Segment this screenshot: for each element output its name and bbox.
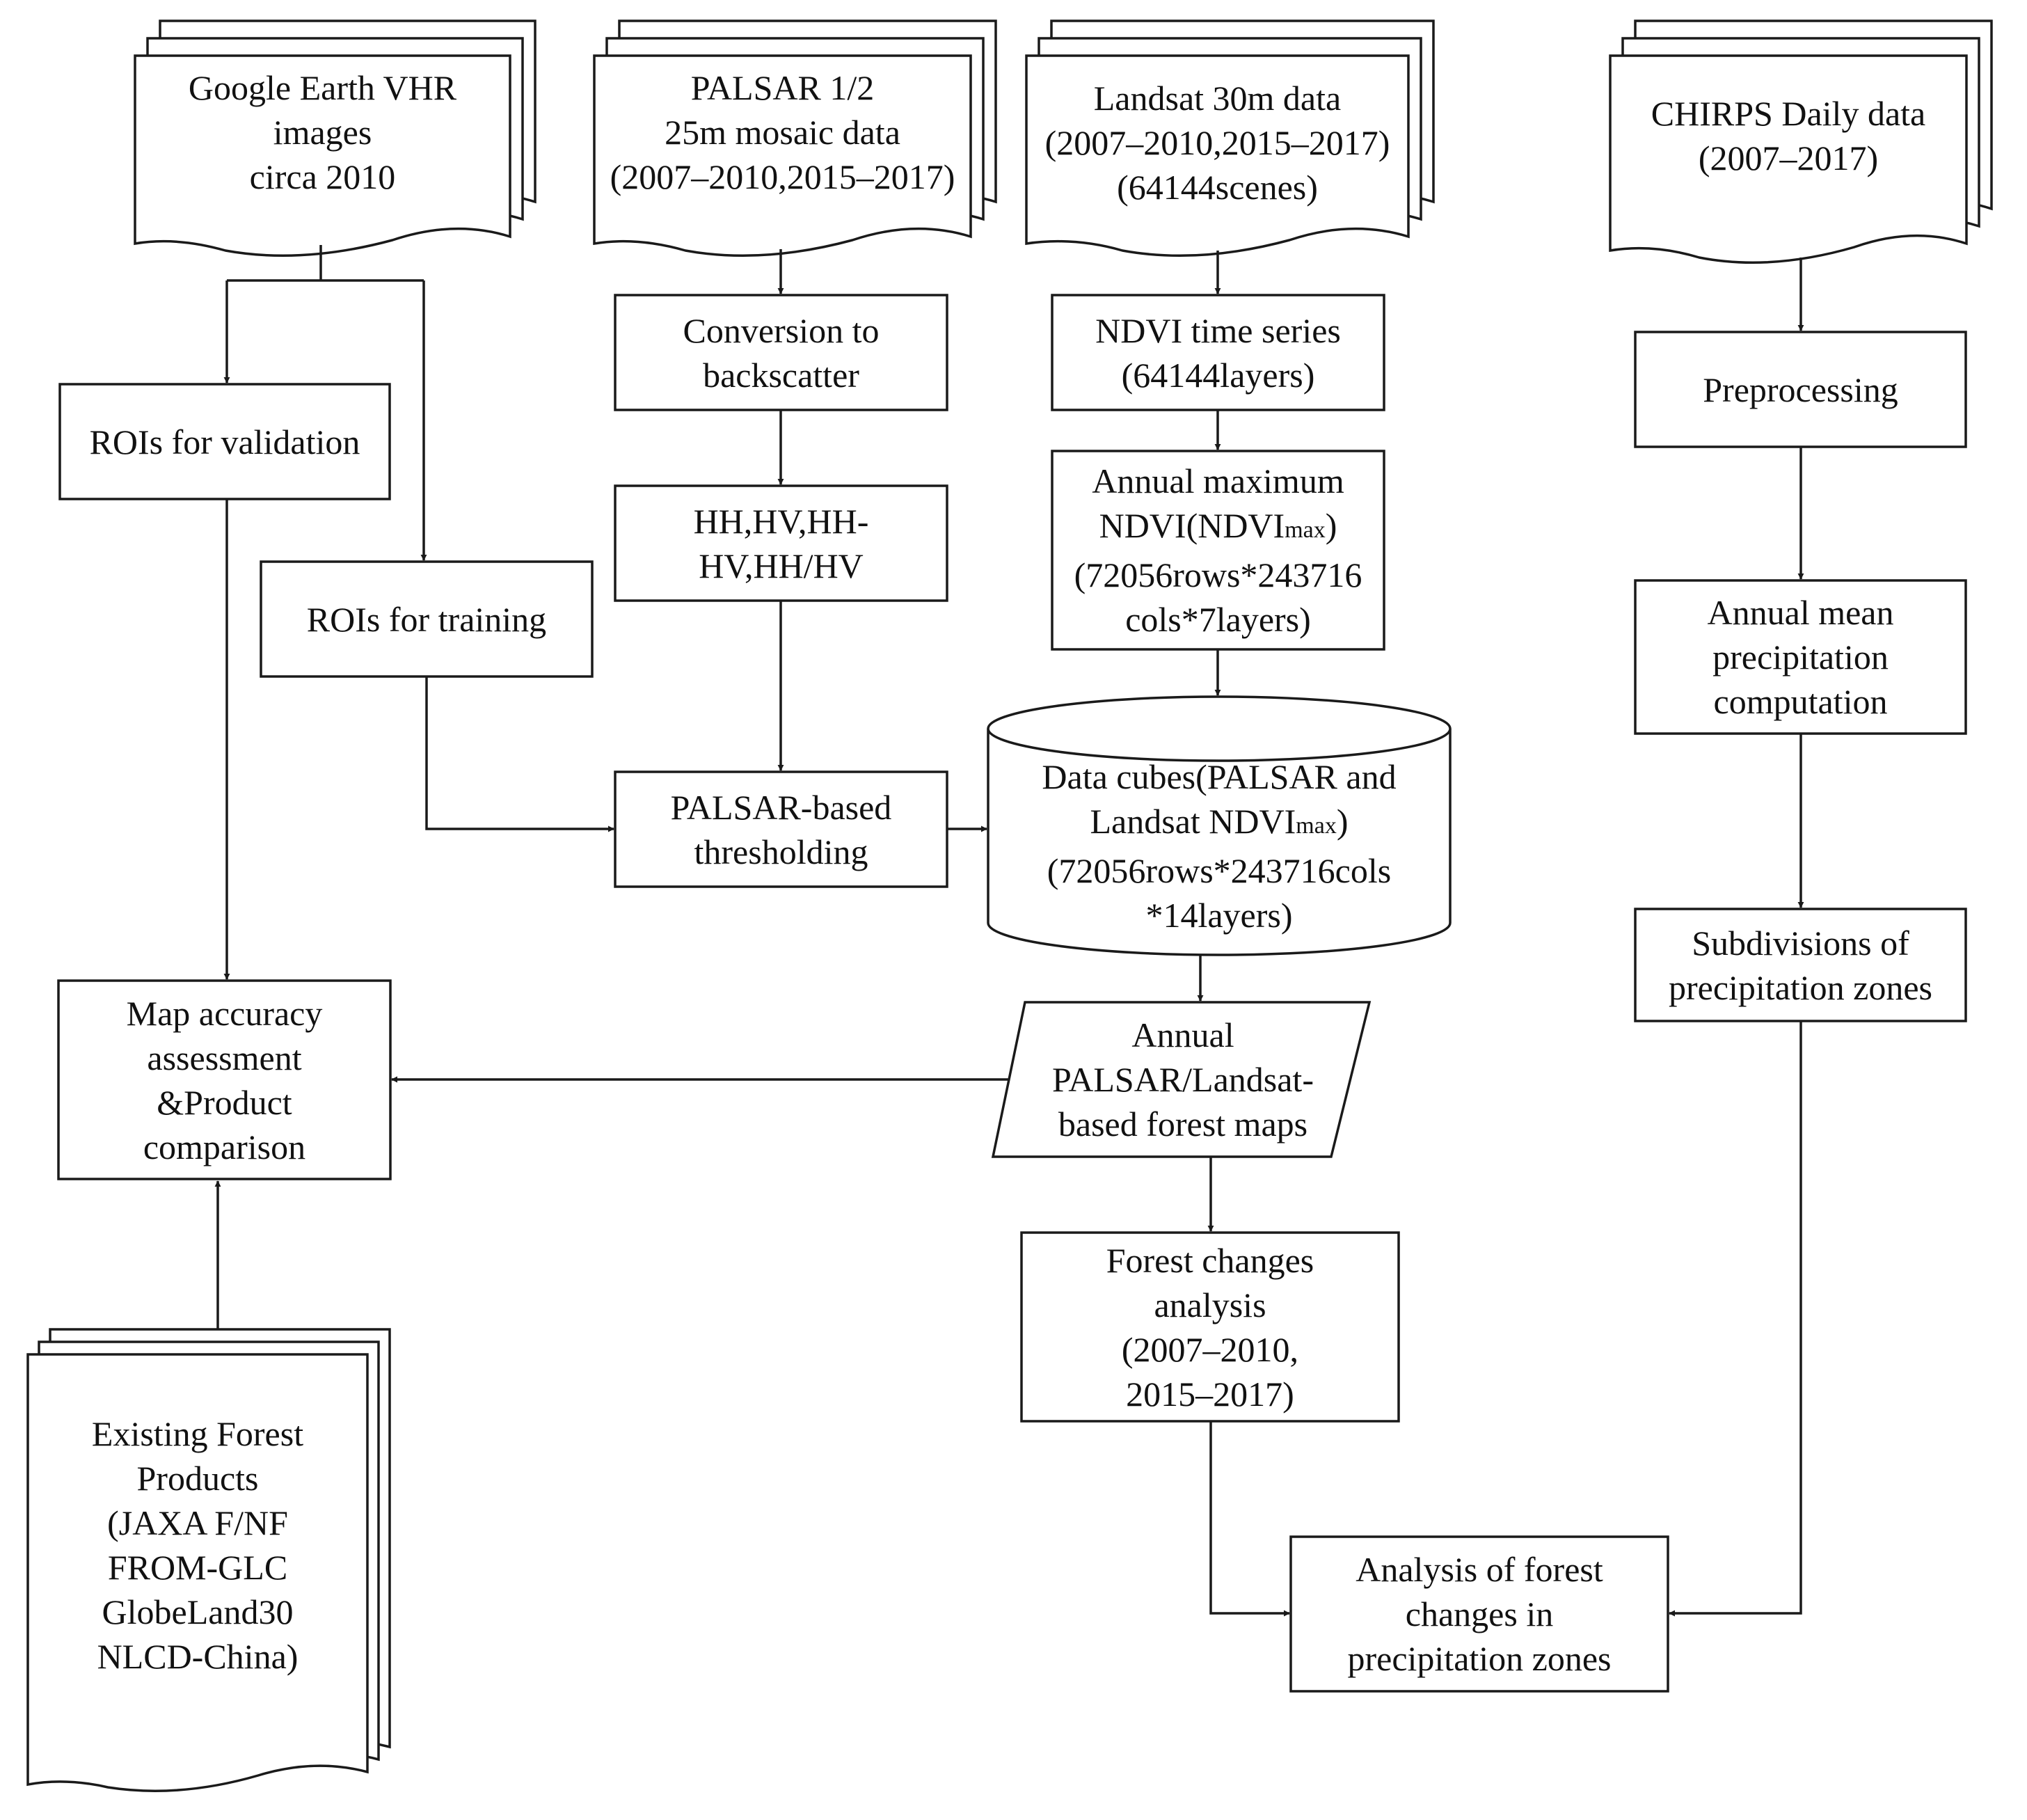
ndvi-max-subscript: max <box>1285 517 1326 543</box>
data-cubes-subscript: max <box>1296 812 1337 839</box>
arrow-subdivisions-to-analysis <box>1669 1021 1802 1617</box>
existing-products-document-stack <box>26 1328 391 1792</box>
rois-training-box <box>260 560 594 678</box>
google-earth-document-stack <box>134 19 536 258</box>
palsar-document-stack <box>593 19 997 258</box>
data-cubes-text-prefix: Data cubes(PALSAR and Landsat NDVI <box>1042 757 1397 841</box>
data-cubes-label: Data cubes(PALSAR and Landsat NDVImax) (… <box>988 745 1450 947</box>
forest-changes-label: Forest changes analysis (2007–2010, 2015… <box>1106 1240 1314 1414</box>
chirps-document-stack <box>1609 19 1993 264</box>
subdivisions-label: Subdivisions of precipitation zones <box>1668 923 1933 1007</box>
preprocessing-box <box>1634 331 1967 448</box>
ndvi-time-series-label: NDVI time series (64144layers) <box>1095 310 1341 395</box>
annual-mean-precip-label: Annual mean precipitation computation <box>1707 593 1894 721</box>
landsat-document-stack <box>1025 19 1435 258</box>
ndvi-max-text-prefix: Annual maximum NDVI(NDVI <box>1092 461 1344 545</box>
existing-products-label: Existing Forest Products (JAXA F/NF FROM… <box>91 1414 304 1676</box>
data-cubes-cylinder <box>987 695 1452 956</box>
palsar-thresholding-label: PALSAR-based thresholding <box>670 787 892 871</box>
ndvi-time-series-box <box>1051 294 1385 411</box>
palsar-thresholding-box <box>614 770 948 888</box>
map-accuracy-box <box>57 979 392 1180</box>
hh-hv-label: HH,HV,HH- HV,HH/HV <box>693 501 869 585</box>
hh-hv-box <box>614 484 948 602</box>
landsat-data-label: Landsat 30m data (2007–2010,2015–2017) (… <box>1044 79 1390 207</box>
forest-maps-label: Annual PALSAR/Landsat- based forest maps <box>1052 1015 1314 1144</box>
analysis-zones-box <box>1289 1535 1669 1693</box>
palsar-data-label: PALSAR 1/2 25m mosaic data (2007–2010,20… <box>610 68 955 196</box>
map-accuracy-label: Map accuracy assessment &Product compari… <box>126 993 323 1166</box>
arrow-changes-to-analysis <box>1209 1421 1290 1617</box>
ndvi-max-text-suffix: ) (72056rows*243716 cols*7layers) <box>1074 506 1362 639</box>
ndvi-max-label: Annual maximum NDVI(NDVImax) (72056rows*… <box>1052 451 1384 649</box>
data-cubes-text-suffix: ) (72056rows*243716cols *14layers) <box>1047 801 1392 935</box>
chirps-data-label: CHIRPS Daily data (2007–2017) <box>1651 94 1926 177</box>
preprocessing-label: Preprocessing <box>1703 370 1898 409</box>
analysis-zones-label: Analysis of forest changes in precipitat… <box>1347 1550 1612 1678</box>
rois-validation-box <box>58 383 391 500</box>
conversion-backscatter-box <box>614 294 948 411</box>
forest-maps-parallelogram <box>991 1001 1372 1158</box>
arrow-training-to-thresholding <box>425 676 614 832</box>
rois-training-label: ROIs for training <box>306 599 547 639</box>
rois-validation-label: ROIs for validation <box>89 422 360 461</box>
connector-google-earth-split <box>227 245 424 282</box>
forest-changes-box <box>1020 1231 1400 1423</box>
conversion-backscatter-label: Conversion to backscatter <box>683 310 880 395</box>
google-earth-label: Google Earth VHR images circa 2010 <box>188 68 457 196</box>
